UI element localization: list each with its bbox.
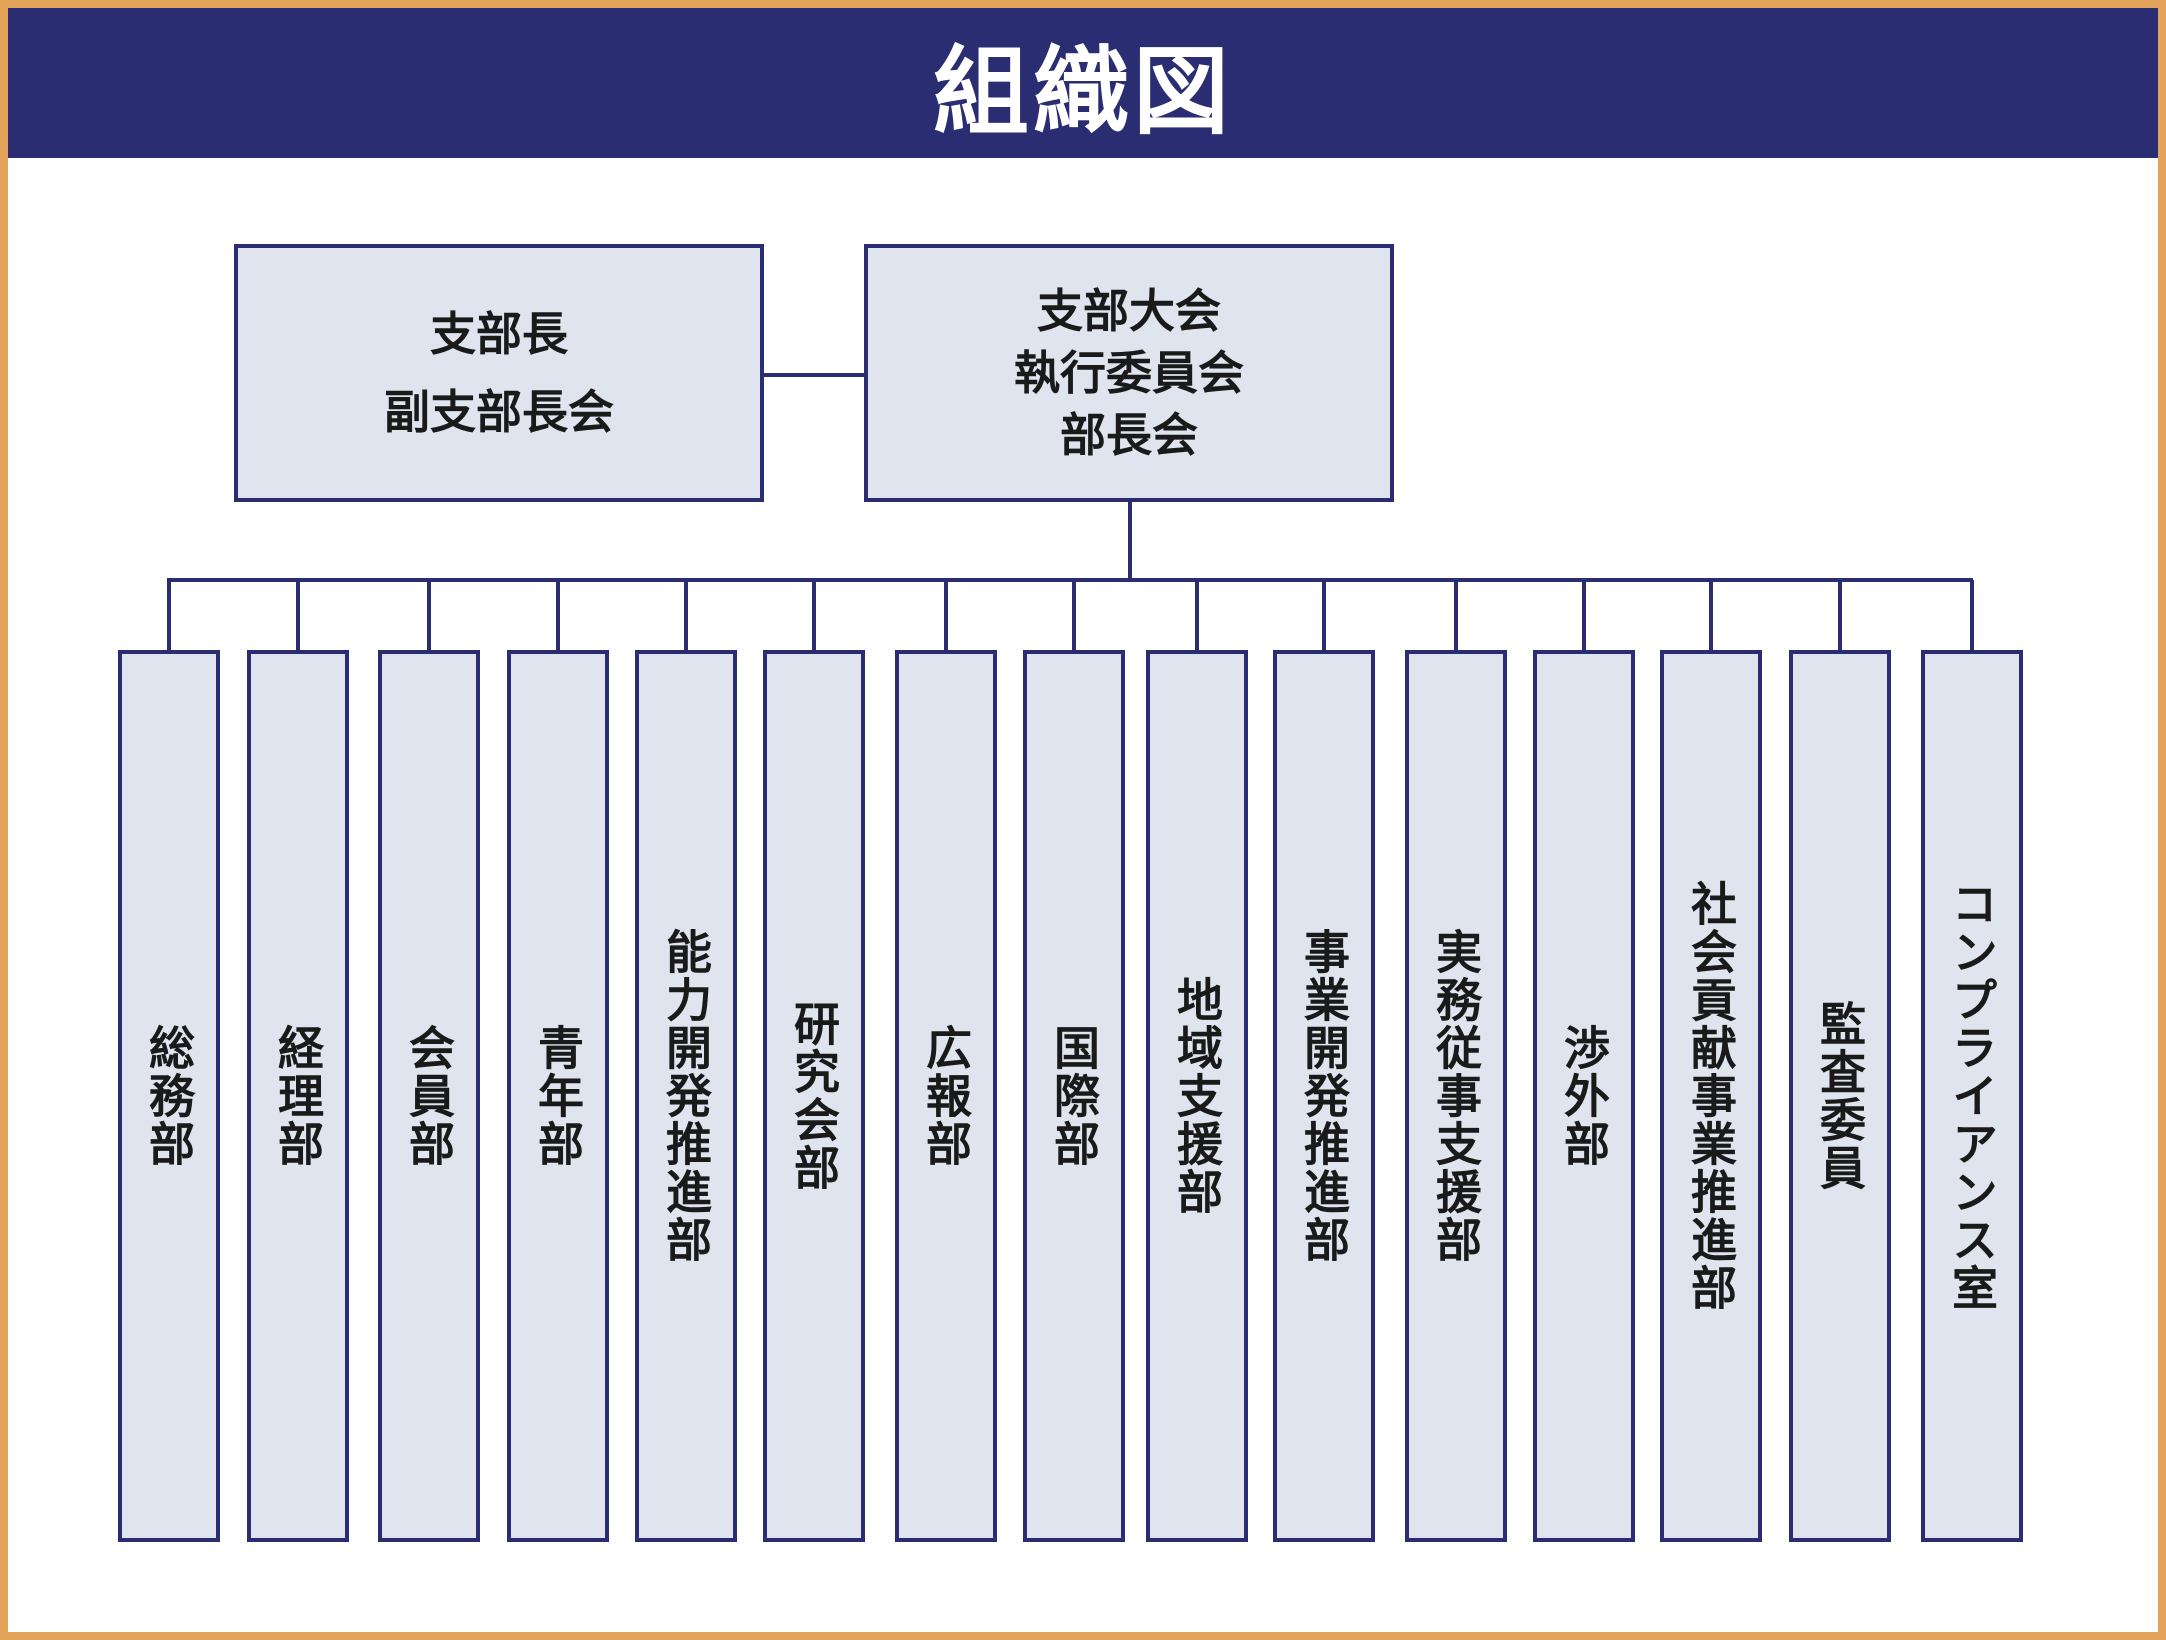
dept-box: 広報部 [895,650,997,1542]
dept-connector [1322,580,1326,650]
top-connector [764,373,864,377]
bus-line [167,578,1973,582]
dept-label: 能力開発推進部 [659,928,713,1264]
dept-label: 渉外部 [1557,1024,1611,1168]
dept-box: 監査委員 [1789,650,1891,1542]
leader-line-2: 副支部長会 [384,385,614,439]
assembly-line-3: 部長会 [1060,408,1198,462]
dept-box: 地域支援部 [1146,650,1248,1542]
dept-connector [556,580,560,650]
dept-connector [944,580,948,650]
dept-connector [812,580,816,650]
page-title: 組織図 [933,35,1233,148]
dept-connector [1838,580,1842,650]
leader-line-1: 支部長 [430,307,568,361]
dept-label: 社会貢献事業推進部 [1684,880,1738,1312]
dept-label: 実務従事支援部 [1429,928,1483,1264]
dept-label: 会員部 [402,1024,456,1168]
dept-box: 経理部 [247,650,349,1542]
dept-label: コンプライアンス室 [1945,880,1999,1312]
dept-connector [1970,580,1974,650]
dept-box: コンプライアンス室 [1921,650,2023,1542]
assembly-box: 支部大会 執行委員会 部長会 [864,244,1394,502]
dept-box: 研究会部 [763,650,865,1542]
dept-box: 青年部 [507,650,609,1542]
dept-box: 会員部 [378,650,480,1542]
trunk-line [1128,502,1132,580]
dept-label: 総務部 [142,1024,196,1168]
dept-box: 国際部 [1023,650,1125,1542]
dept-box: 能力開発推進部 [635,650,737,1542]
dept-connector [167,580,171,650]
title-banner: 組織図 [8,8,2158,158]
dept-connector [1709,580,1713,650]
dept-connector [1195,580,1199,650]
dept-connector [1454,580,1458,650]
dept-connector [1582,580,1586,650]
dept-box: 社会貢献事業推進部 [1660,650,1762,1542]
dept-connector [684,580,688,650]
dept-connector [427,580,431,650]
assembly-line-1: 支部大会 [1037,284,1221,338]
dept-label: 青年部 [531,1024,585,1168]
dept-label: 監査委員 [1813,1000,1867,1192]
dept-label: 国際部 [1047,1024,1101,1168]
dept-box: 実務従事支援部 [1405,650,1507,1542]
dept-label: 事業開発推進部 [1297,928,1351,1264]
assembly-line-2: 執行委員会 [1014,346,1244,400]
dept-box: 渉外部 [1533,650,1635,1542]
leader-box: 支部長 副支部長会 [234,244,764,502]
dept-label: 広報部 [919,1024,973,1168]
dept-connector [1072,580,1076,650]
dept-box: 総務部 [118,650,220,1542]
dept-label: 地域支援部 [1170,976,1224,1216]
dept-connector [296,580,300,650]
dept-label: 研究会部 [787,1000,841,1192]
dept-box: 事業開発推進部 [1273,650,1375,1542]
dept-label: 経理部 [271,1024,325,1168]
